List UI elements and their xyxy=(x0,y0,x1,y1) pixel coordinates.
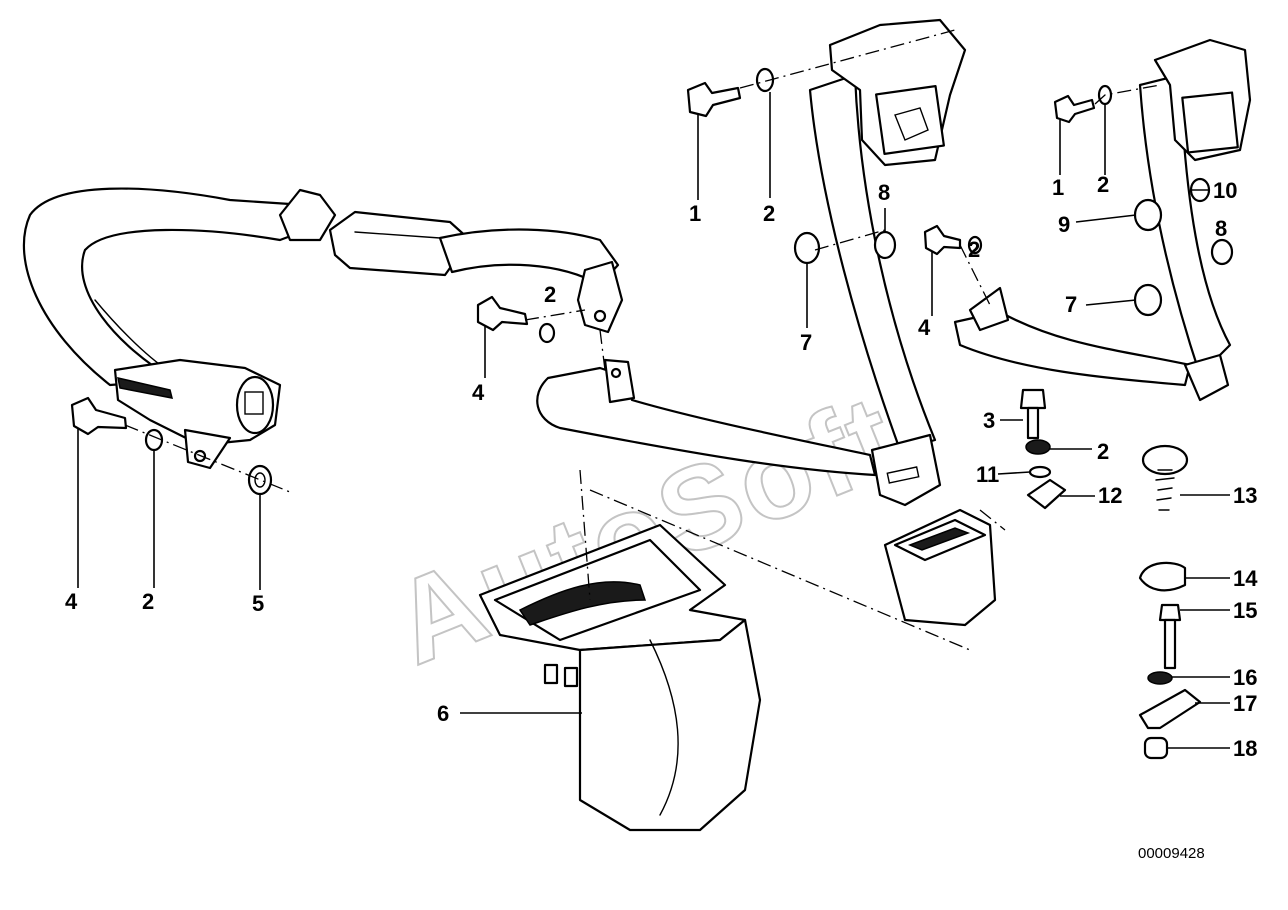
rear-center-belt-strap xyxy=(808,73,937,452)
washer-2-stack xyxy=(1025,439,1051,455)
front-belt-anchor-bracket xyxy=(576,260,624,334)
washer-left-upper xyxy=(538,322,556,344)
callout-2a: 2 xyxy=(763,201,775,226)
callout-8b: 8 xyxy=(1215,216,1227,241)
front-belt-assembly xyxy=(22,187,877,477)
bolt-4-mid xyxy=(923,224,962,256)
callout-14: 14 xyxy=(1233,566,1258,591)
washer-2-center xyxy=(755,67,775,93)
callout-17: 17 xyxy=(1233,691,1257,716)
bolt-1-right xyxy=(1053,94,1096,124)
sleeve-18 xyxy=(1143,736,1169,760)
callout-10: 10 xyxy=(1213,178,1237,203)
callout-2e: 2 xyxy=(1097,439,1109,464)
washer-2-mid xyxy=(967,235,983,255)
cap-9 xyxy=(1133,198,1163,232)
callout-16: 16 xyxy=(1233,665,1257,690)
front-retractor-bracket xyxy=(183,428,232,470)
callout-6: 6 xyxy=(437,701,449,726)
leader-lines xyxy=(77,92,1230,749)
callout-4a: 4 xyxy=(918,315,931,340)
callout-11: 11 xyxy=(976,462,999,487)
rear-center-tongue xyxy=(870,433,942,507)
rear-center-belt xyxy=(793,18,997,627)
callout-18: 18 xyxy=(1233,736,1257,761)
tray-body xyxy=(578,618,762,832)
bolt-3 xyxy=(1019,388,1047,410)
diagram-reference-number: 00009428 xyxy=(1138,845,1205,862)
callout-2f: 2 xyxy=(142,589,154,614)
cap-7-right xyxy=(1133,283,1163,317)
callout-8a: 8 xyxy=(878,180,890,205)
front-belt-tongue xyxy=(278,188,337,242)
callout-1a: 1 xyxy=(689,201,701,226)
bolt-15 xyxy=(1158,603,1182,622)
callout-15: 15 xyxy=(1233,598,1257,623)
nut-left-lower xyxy=(247,464,273,496)
front-retractor xyxy=(113,358,282,447)
rear-right-tongue xyxy=(1183,353,1230,402)
spacer-11 xyxy=(1028,465,1052,479)
callout-2c: 2 xyxy=(968,237,980,262)
callout-7a: 7 xyxy=(1065,292,1077,317)
callout-13: 13 xyxy=(1233,483,1257,508)
push-rivet-13-head xyxy=(1141,444,1189,476)
callout-5: 5 xyxy=(252,591,264,616)
cap-8-center xyxy=(873,230,897,260)
bolt-left-upper xyxy=(476,295,529,332)
cap-8-right xyxy=(1210,238,1234,266)
front-fasteners xyxy=(70,295,556,496)
callout-1b: 1 xyxy=(1052,175,1064,200)
callout-2d: 2 xyxy=(544,282,556,307)
callout-12: 12 xyxy=(1098,483,1122,508)
callout-4b: 4 xyxy=(472,380,485,405)
plate-12 xyxy=(1026,478,1067,510)
rear-right-anchor xyxy=(968,286,1010,332)
callout-9: 9 xyxy=(1058,212,1070,237)
washer-left-lower xyxy=(144,428,164,452)
callout-labels: 1 2 8 1 2 10 9 8 2 7 4 7 2 4 3 2 11 12 1… xyxy=(65,172,1258,761)
callout-4c: 4 xyxy=(65,589,78,614)
washer-16 xyxy=(1147,671,1173,685)
push-rivet-13-shank xyxy=(1155,469,1175,511)
belt-tray-console xyxy=(478,523,762,832)
bolt-1-center xyxy=(686,81,742,118)
rear-right-lap-belt xyxy=(953,310,1192,387)
hardware-set xyxy=(686,67,1202,760)
lower-belt-anchor xyxy=(603,358,636,404)
plate-17 xyxy=(1138,688,1202,730)
cap-14 xyxy=(1138,561,1187,592)
callout-2b: 2 xyxy=(1097,172,1109,197)
front-belt-loop xyxy=(22,187,322,387)
rear-right-belt xyxy=(953,38,1252,402)
callout-3: 3 xyxy=(983,408,995,433)
cap-7-center xyxy=(793,231,821,265)
callout-7b: 7 xyxy=(800,330,812,355)
bolt-left-lower xyxy=(70,396,128,436)
assembly-lines xyxy=(124,29,1161,651)
